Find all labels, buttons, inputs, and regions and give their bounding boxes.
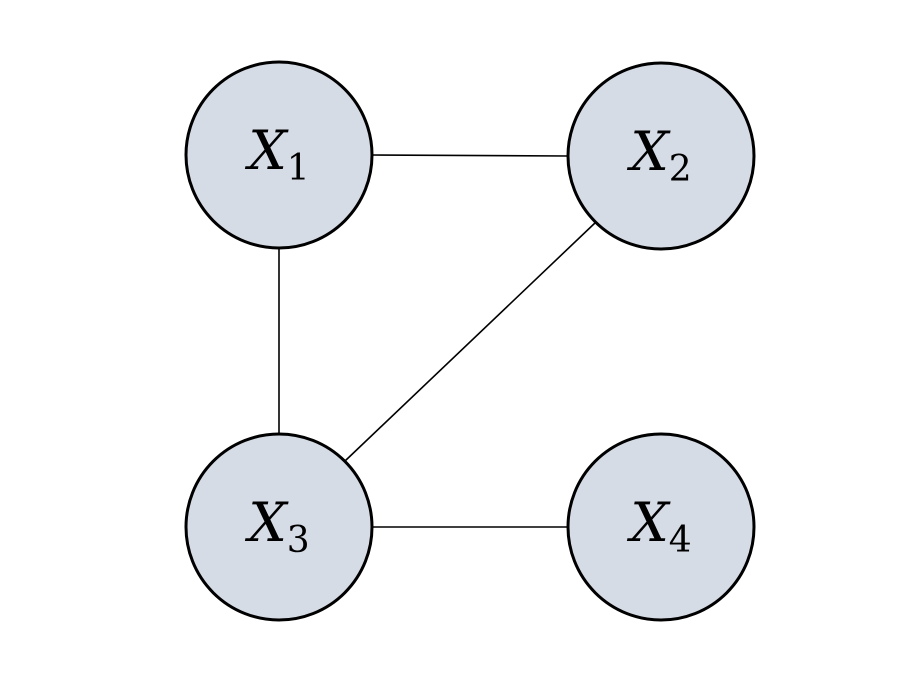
- node-x4-variable: X: [626, 491, 671, 554]
- node-x2-variable: X: [626, 120, 671, 183]
- node-x4-subscript: 4: [669, 520, 692, 561]
- node-x2-subscript: 2: [669, 149, 692, 190]
- node-x2: X2: [566, 61, 756, 251]
- node-x1-circle: [184, 60, 374, 250]
- node-x2-label: X2: [626, 120, 691, 190]
- node-x2-circle: [566, 61, 756, 251]
- node-x1-variable: X: [244, 119, 289, 182]
- node-x3-variable: X: [244, 491, 289, 554]
- node-x3-label: X3: [244, 491, 309, 561]
- node-x4-circle: [566, 432, 756, 622]
- node-x4-label: X4: [626, 491, 691, 561]
- node-x3-circle: [184, 432, 374, 622]
- node-x1-label: X1: [244, 119, 309, 189]
- edge-x2-x3: [344, 221, 597, 462]
- node-x1: X1: [184, 60, 374, 250]
- node-x3-subscript: 3: [287, 520, 310, 561]
- node-x3: X3: [184, 432, 374, 622]
- node-x4: X4: [566, 432, 756, 622]
- edge-x1-x2: [371, 154, 569, 157]
- node-x1-subscript: 1: [287, 148, 310, 189]
